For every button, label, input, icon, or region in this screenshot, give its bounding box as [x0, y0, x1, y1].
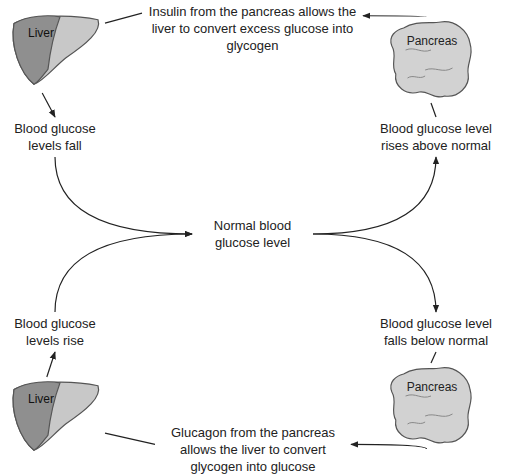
pancreas-outline: [386, 366, 476, 446]
text-node: Blood glucose levels rise: [0, 315, 110, 349]
liver-body: [13, 16, 99, 84]
text-node: Blood glucose level falls below normal: [367, 315, 505, 349]
cycle-arrow: [55, 234, 192, 312]
text-node: Insulin from the pancreas allows the liv…: [145, 3, 360, 54]
pancreas-organ: Pancreas: [386, 366, 476, 446]
cycle-arrow: [313, 157, 436, 234]
cycle-arrow: [55, 157, 192, 234]
liver-outline: [10, 14, 102, 90]
text-node: Blood glucose levels fall: [0, 120, 110, 154]
cycle-arrow: [42, 93, 55, 117]
organ-label: Pancreas: [396, 34, 468, 48]
pancreas-organ: Pancreas: [386, 20, 476, 100]
cycle-arrow: [105, 13, 142, 23]
liver-organ: Liver: [10, 380, 102, 456]
pancreas-texture: [406, 49, 453, 78]
cycle-arrow: [431, 352, 436, 363]
organ-label: Pancreas: [396, 380, 468, 394]
step-text: Normal blood glucose level: [195, 217, 310, 251]
step-text: Blood glucose levels fall: [0, 120, 110, 154]
cycle-arrow: [47, 352, 55, 377]
step-text: Glucagon from the pancreas allows the li…: [158, 424, 348, 474]
step-text: Blood glucose level rises above normal: [367, 120, 505, 154]
cycle-arrow: [431, 103, 436, 117]
cycle-arrow: [105, 433, 155, 444]
organ-label: Liver: [14, 26, 68, 40]
liver-body: [13, 382, 99, 450]
text-node: Normal blood glucose level: [195, 217, 310, 251]
pancreas-body: [391, 22, 471, 97]
text-node: Blood glucose level rises above normal: [367, 120, 505, 154]
step-text: Blood glucose levels rise: [0, 315, 110, 349]
pancreas-body: [391, 368, 471, 443]
cycle-arrow: [313, 234, 436, 312]
step-text: Blood glucose level falls below normal: [367, 315, 505, 349]
step-text: Insulin from the pancreas allows the liv…: [145, 3, 360, 54]
liver-organ: Liver: [10, 14, 102, 90]
pancreas-outline: [386, 20, 476, 100]
organ-label: Liver: [14, 392, 68, 406]
cycle-arrow: [363, 16, 427, 17]
cycle-arrow: [351, 444, 427, 449]
liver-outline: [10, 380, 102, 456]
text-node: Glucagon from the pancreas allows the li…: [158, 424, 348, 474]
pancreas-texture: [406, 395, 453, 424]
